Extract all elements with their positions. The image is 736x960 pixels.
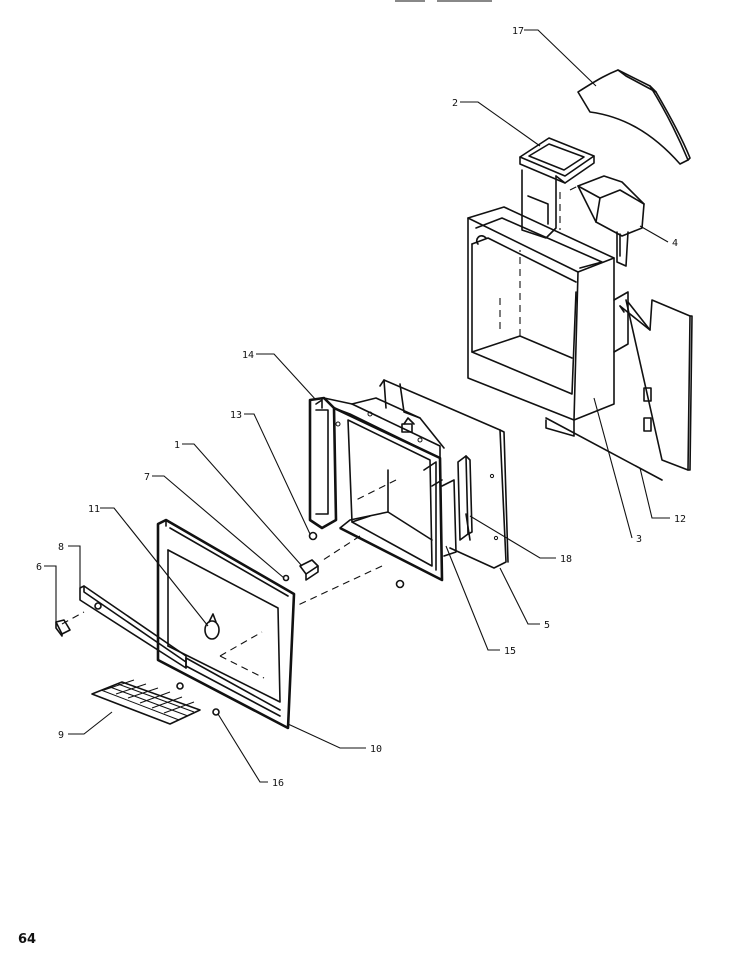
- explosion-lines: [61, 185, 579, 625]
- callout-8: 8: [58, 542, 64, 553]
- callout-10: 10: [370, 744, 382, 755]
- callout-5: 5: [544, 620, 550, 631]
- callout-13: 13: [230, 410, 242, 421]
- callout-2: 2: [452, 98, 458, 109]
- part-6-cap: [55, 619, 71, 637]
- callout-labels: 17 2 4 3 12 14 13 1 7 11 8 6 9 10 16 18 …: [36, 26, 686, 789]
- part-7-clip: [282, 559, 319, 582]
- part-8-trim-strip: [79, 585, 187, 669]
- callout-18: 18: [560, 554, 572, 565]
- callout-14: 14: [242, 350, 254, 361]
- callout-7: 7: [144, 472, 150, 483]
- part-16-screws: [176, 682, 220, 716]
- part-18-bracket: [457, 455, 473, 541]
- part-10-front-bezel: [156, 518, 296, 730]
- callout-12: 12: [674, 514, 686, 525]
- callout-15: 15: [504, 646, 516, 657]
- callout-4: 4: [672, 238, 678, 249]
- leader-lines: [44, 29, 670, 783]
- part-12-rear-panel: [545, 299, 693, 481]
- callout-9: 9: [58, 730, 64, 741]
- callout-17: 17: [512, 26, 524, 37]
- callout-1: 1: [174, 440, 180, 451]
- page-number: 64: [18, 932, 37, 947]
- part-9-grille: [91, 679, 201, 725]
- part-17-curved-cover: [577, 69, 691, 165]
- callout-16: 16: [272, 778, 284, 789]
- part-3-liner-box: [467, 169, 629, 437]
- part-14-frame-assembly: [308, 396, 457, 589]
- callout-11: 11: [88, 504, 100, 515]
- callout-3: 3: [636, 534, 642, 545]
- part-4-side-housing: [577, 175, 645, 267]
- callout-6: 6: [36, 562, 42, 573]
